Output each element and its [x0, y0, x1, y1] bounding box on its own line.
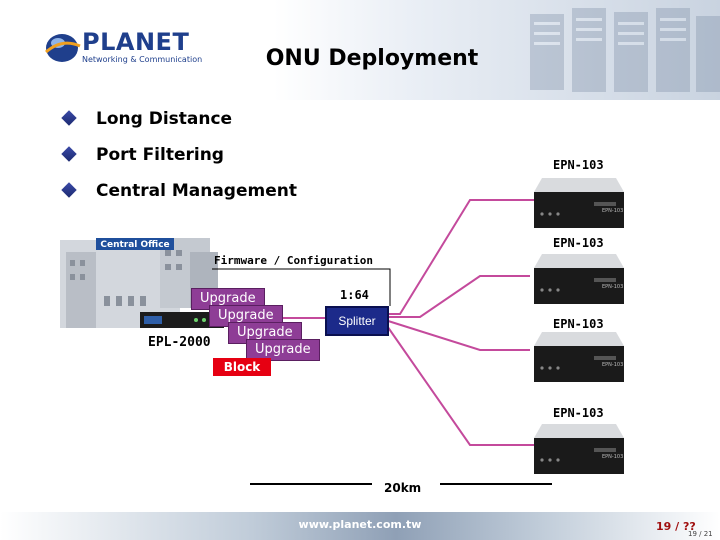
onu-device-icon: EPN-103 — [534, 424, 624, 474]
onu-label: EPN-103 — [553, 406, 604, 420]
slide-footer — [0, 512, 720, 540]
server-rack-illustration — [530, 8, 720, 92]
bullet-text: Long Distance — [96, 109, 233, 129]
bullet-item: Port Filtering — [61, 145, 224, 165]
central-office-label: Central Office — [100, 240, 169, 250]
onu-device-icon: EPN-103 — [534, 254, 624, 304]
onu-badge: EPN-103 — [602, 208, 623, 214]
onu-badge: EPN-103 — [602, 284, 623, 290]
onu-label: EPN-103 — [553, 236, 604, 250]
upgrade-tag: Upgrade — [228, 322, 302, 344]
bullet-text: Port Filtering — [96, 145, 224, 165]
block-tag: Block — [213, 358, 271, 376]
olt-label: EPL-2000 — [148, 335, 211, 350]
splitter-box: Splitter — [325, 306, 389, 336]
slide-title: ONU Deployment — [265, 46, 479, 71]
olt-device-icon — [140, 312, 224, 328]
bullet-item: Central Management — [61, 181, 297, 201]
planet-logo-icon — [45, 34, 81, 62]
firmware-bracket-line — [212, 268, 391, 306]
onu-device-icon: EPN-103 — [534, 178, 624, 228]
bullet-item: Long Distance — [61, 109, 233, 129]
page-number: 19 / ?? — [656, 520, 696, 533]
onu-label: EPN-103 — [553, 317, 604, 331]
onu-badge: EPN-103 — [602, 362, 623, 368]
logo-tagline: Networking & Communication — [82, 55, 203, 64]
split-ratio-label: 1:64 — [340, 288, 369, 302]
onu-device-icon: EPN-103 — [534, 332, 624, 382]
bullet-text: Central Management — [96, 181, 297, 201]
slide-header — [0, 0, 720, 100]
page-number-small: 19 / 21 — [688, 530, 713, 538]
footer-url: www.planet.com.tw — [298, 518, 422, 531]
logo-wordmark: PLANET — [82, 28, 190, 56]
upgrade-tag: Upgrade — [246, 339, 320, 361]
firmware-config-label: Firmware / Configuration — [214, 254, 373, 267]
central-office-building-icon: Central Office — [60, 238, 218, 328]
distance-label: 20km — [384, 481, 422, 495]
onu-badge: EPN-103 — [602, 454, 623, 460]
onu-label: EPN-103 — [553, 158, 604, 172]
